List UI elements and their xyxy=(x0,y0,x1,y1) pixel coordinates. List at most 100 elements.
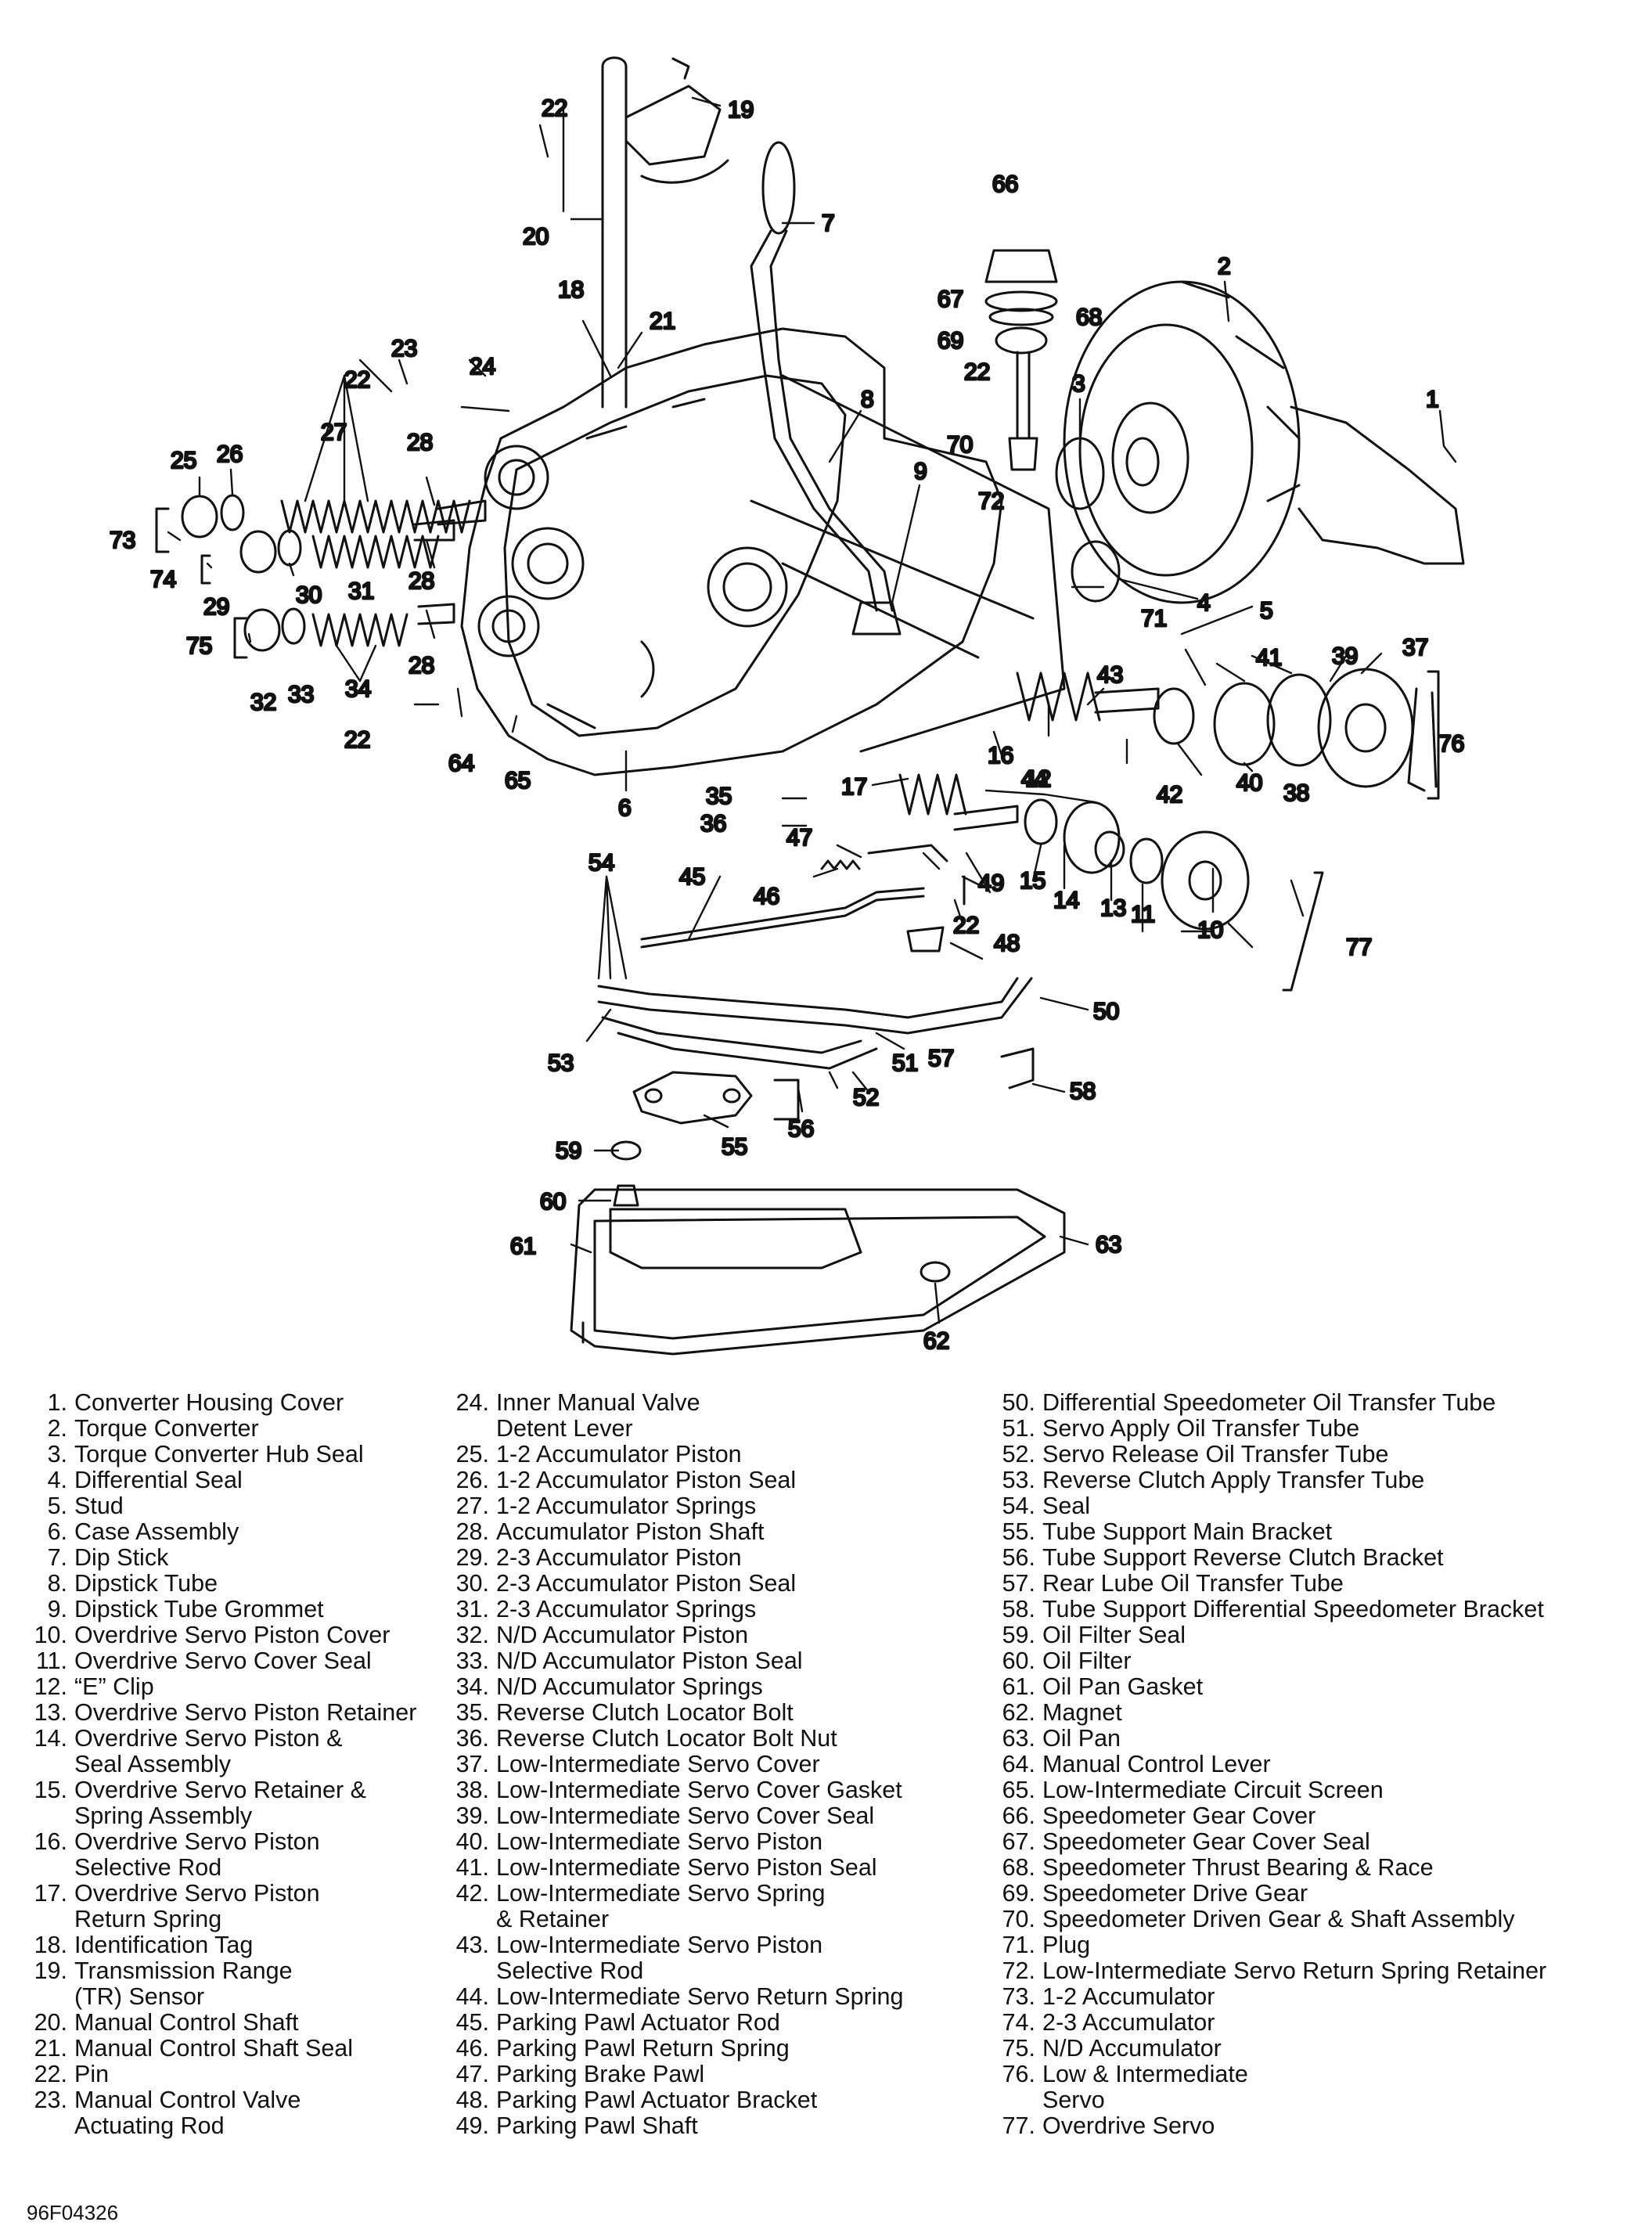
legend-label: Dipstick Tube Grommet xyxy=(74,1596,324,1622)
legend-number: 10. xyxy=(34,1622,67,1648)
legend-item: 53.Reverse Clutch Apply Transfer Tube xyxy=(990,1468,1546,1493)
callout-27: 27 xyxy=(321,420,347,445)
legend-number: 38. xyxy=(455,1777,489,1803)
legend-item: 28.Accumulator Piston Shaft xyxy=(444,1519,903,1545)
legend-number: 62. xyxy=(1002,1699,1035,1726)
legend-item: 29. 2-3 Accumulator Piston xyxy=(444,1545,903,1571)
legend-number: 76. xyxy=(1002,2061,1035,2087)
legend-number: 6. xyxy=(47,1518,67,1545)
legend-item: 61.Oil Pan Gasket xyxy=(990,1674,1546,1700)
legend-number: 42. xyxy=(455,1880,489,1907)
legend-label: N/D Accumulator Piston Seal xyxy=(496,1648,803,1674)
legend-item: 49.Parking Pawl Shaft xyxy=(444,2113,903,2139)
callout-62: 62 xyxy=(923,1328,949,1354)
callout-39: 39 xyxy=(1332,643,1358,669)
legend-item: 62. Magnet xyxy=(990,1700,1546,1726)
legend-label-continued: Seal Assembly xyxy=(74,1751,232,1777)
legend-label: Overdrive Servo Cover Seal xyxy=(74,1648,372,1674)
legend-label: Seal xyxy=(1042,1493,1091,1519)
legend-number: 64. xyxy=(1002,1751,1035,1777)
legend-label: Parking Pawl Return Spring xyxy=(496,2035,790,2062)
callout-41: 41 xyxy=(1256,645,1282,671)
legend-number: 57. xyxy=(1002,1570,1035,1597)
legend-label: Overdrive Servo Piston Cover xyxy=(74,1622,391,1648)
legend-number: 1. xyxy=(47,1389,67,1416)
legend-item: 30.2-3 Accumulator Piston Seal xyxy=(444,1571,903,1597)
callout-4: 4 xyxy=(1197,590,1211,616)
legend-number: 27. xyxy=(455,1493,489,1519)
manual-control-shaft xyxy=(601,56,729,409)
legend-label: Inner Manual Valve xyxy=(496,1389,700,1416)
legend-label: Identification Tag xyxy=(74,1932,254,1958)
legend-item: 52.Servo Release Oil Transfer Tube xyxy=(990,1442,1546,1468)
legend-label-continued: Return Spring xyxy=(74,1906,222,1932)
callout-35: 35 xyxy=(706,783,732,809)
legend-label: Servo Apply Oil Transfer Tube xyxy=(1042,1415,1360,1442)
legend-item: 48.Parking Pawl Actuator Bracket xyxy=(444,2087,903,2113)
legend-label: 1-2 Accumulator Springs xyxy=(496,1493,757,1519)
legend-item: 12.“E” Clip xyxy=(22,1674,416,1700)
callout-3: 3 xyxy=(1072,371,1085,397)
callout-69: 69 xyxy=(938,328,963,354)
legend-label-continued: Actuating Rod xyxy=(74,2112,225,2139)
legend-item: 27. 1-2 Accumulator Springs xyxy=(444,1493,903,1519)
case-assembly xyxy=(460,327,1066,776)
legend-item: 47.Parking Brake Pawl xyxy=(444,2062,903,2087)
legend-number: 9. xyxy=(47,1596,67,1622)
legend-item: 25.1-2 Accumulator Piston xyxy=(444,1442,903,1468)
legend-label: Speedometer Thrust Bearing & Race xyxy=(1042,1854,1434,1881)
callout-8: 8 xyxy=(861,387,874,412)
legend-number: 29. xyxy=(455,1544,489,1571)
legend-item: 72.Low-Intermediate Servo Return Spring … xyxy=(990,1957,1547,1984)
legend-label: Reverse Clutch Apply Transfer Tube xyxy=(1042,1467,1425,1493)
legend-label: Oil Filter Seal xyxy=(1042,1622,1186,1648)
legend-item: 16.Overdrive Servo Piston xyxy=(22,1829,416,1855)
legend-label: Rear Lube Oil Transfer Tube xyxy=(1042,1570,1344,1597)
legend-number: 60. xyxy=(1002,1648,1035,1674)
legend-item: 7.Dip Stick xyxy=(22,1545,416,1571)
callout-22-pawl: 22 xyxy=(953,913,979,938)
legend-item: 21.Manual Control Shaft Seal xyxy=(22,2036,416,2062)
callout-15: 15 xyxy=(1020,868,1046,894)
legend-item: 33.N/D Accumulator Piston Seal xyxy=(444,1648,903,1674)
callout-71: 71 xyxy=(1141,606,1167,632)
legend-number: 59. xyxy=(1002,1622,1035,1648)
legend-label: Speedometer Driven Gear & Shaft Assembly xyxy=(1042,1906,1515,1932)
callout-28-c: 28 xyxy=(409,653,434,679)
legend-item: 24.Inner Manual Valve xyxy=(444,1390,903,1416)
legend-label: N/D Accumulator Springs xyxy=(496,1673,763,1700)
legend-label: Manual Control Lever xyxy=(1042,1751,1271,1777)
legend-label: Parking Brake Pawl xyxy=(496,2061,705,2087)
legend-item: 20.Manual Control Shaft xyxy=(22,2010,416,2036)
legend-number: 11. xyxy=(35,1648,67,1674)
legend-label: 1-2 Accumulator xyxy=(1042,1983,1215,2010)
callout-36: 36 xyxy=(700,811,726,837)
callout-22-speedo: 22 xyxy=(964,359,990,385)
legend-item: 60. Oil Filter xyxy=(990,1648,1546,1674)
legend-label: Dipstick Tube xyxy=(74,1570,218,1597)
legend-label: Oil Filter xyxy=(1042,1648,1132,1674)
legend-item: 6.Case Assembly xyxy=(22,1519,416,1545)
legend-label: Magnet xyxy=(1042,1699,1122,1726)
legend-number: 32. xyxy=(455,1622,489,1648)
callout-5: 5 xyxy=(1260,598,1273,624)
legend-item: 66.Speedometer Gear Cover xyxy=(990,1803,1546,1829)
callout-47: 47 xyxy=(786,825,812,851)
legend-number: 72. xyxy=(1002,1957,1035,1984)
speedometer-stack xyxy=(984,249,1058,471)
legend-number: 40. xyxy=(455,1828,489,1855)
legend-label: 2-3 Accumulator Piston xyxy=(496,1544,742,1571)
legend-number: 3. xyxy=(47,1441,67,1468)
callout-20: 20 xyxy=(523,224,549,250)
callout-73: 73 xyxy=(110,528,135,553)
legend-label: Tube Support Differential Speedometer Br… xyxy=(1042,1596,1544,1622)
converter-housing-cover xyxy=(1290,405,1465,565)
legend-number: 67. xyxy=(1002,1828,1035,1855)
legend-number: 77. xyxy=(1002,2112,1035,2139)
legend-label: Oil Pan Gasket xyxy=(1042,1673,1204,1700)
legend-number: 65. xyxy=(1002,1777,1035,1803)
legend-item: 36.Reverse Clutch Locator Bolt Nut xyxy=(444,1726,903,1752)
legend-item: 46.Parking Pawl Return Spring xyxy=(444,2036,903,2062)
legend-label: Tube Support Main Bracket xyxy=(1042,1518,1333,1545)
